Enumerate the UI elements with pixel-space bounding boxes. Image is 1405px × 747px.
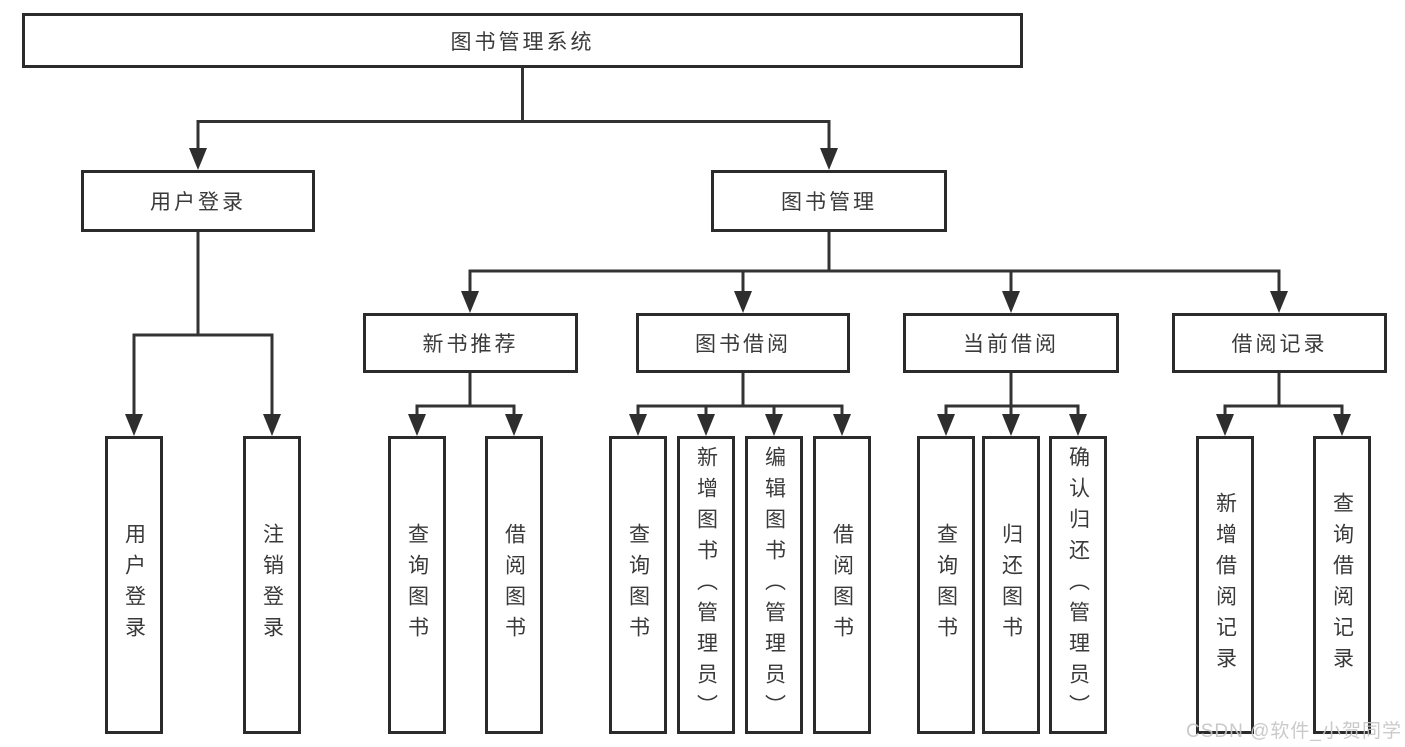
node-current-borrow: 当前借阅: [903, 313, 1119, 373]
leaf-add-borrow-record: 新增借阅记录: [1196, 436, 1254, 734]
leaf-edit-book-admin: 编辑图书（管理员）: [745, 436, 803, 734]
leaf-add-book-admin: 新增图书（管理员）: [677, 436, 735, 734]
leaf-query-borrow-record: 查询借阅记录: [1313, 436, 1371, 734]
node-user-login: 用户登录: [81, 170, 315, 232]
watermark: CSDN @软件_小贺同学: [1186, 721, 1402, 742]
leaf-user-login: 用户登录: [105, 436, 163, 734]
node-borrow-records: 借阅记录: [1172, 313, 1387, 373]
leaf-query-books-borrow: 查询图书: [609, 436, 667, 734]
node-book-management: 图书管理: [711, 170, 947, 232]
node-root: 图书管理系统: [22, 13, 1023, 68]
node-book-borrow: 图书借阅: [636, 313, 850, 373]
arrowheads: [125, 148, 1351, 436]
leaf-query-books-recommend: 查询图书: [388, 436, 446, 734]
leaf-borrow-books-recommend: 借阅图书: [485, 436, 543, 734]
leaf-return-books: 归还图书: [982, 436, 1040, 734]
leaf-borrow-books: 借阅图书: [813, 436, 871, 734]
leaf-logout: 注销登录: [243, 436, 301, 734]
node-new-book-recommend: 新书推荐: [363, 313, 578, 373]
leaf-confirm-return-admin: 确认归还（管理员）: [1049, 436, 1107, 734]
connector-path: [132, 68, 1344, 421]
leaf-query-books-current: 查询图书: [917, 436, 975, 734]
